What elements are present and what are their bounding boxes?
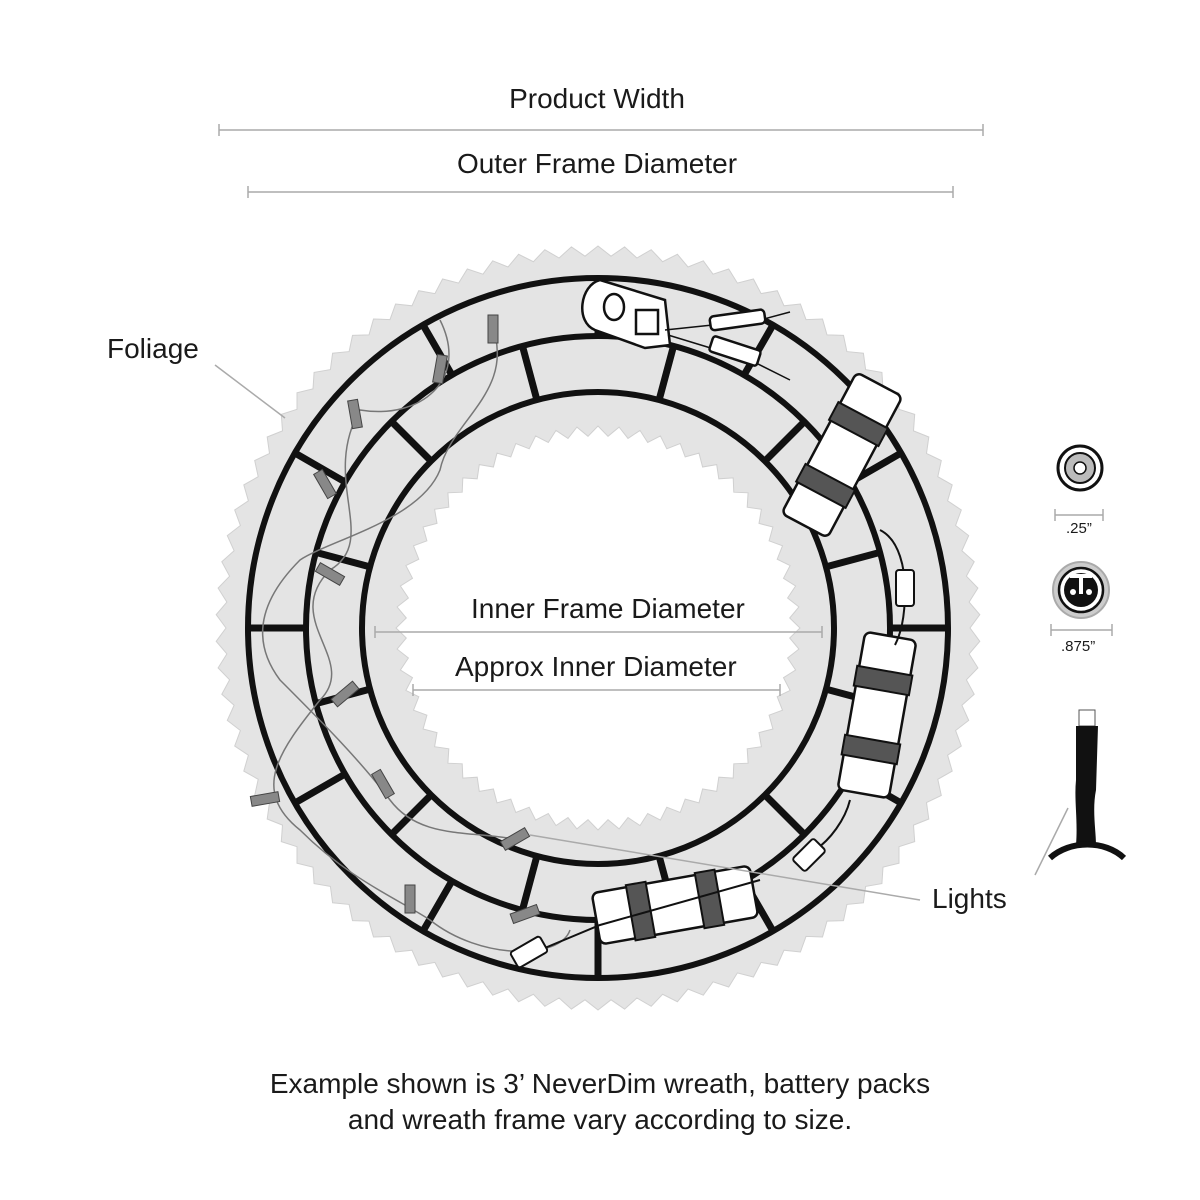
inner-spoke	[762, 419, 807, 464]
battery-pack-body	[782, 373, 902, 537]
outer-spoke	[419, 879, 456, 933]
light-strand	[261, 319, 571, 953]
controller	[581, 278, 791, 381]
caption: Example shown is 3’ NeverDim wreath, bat…	[0, 1066, 1200, 1138]
battery-pack-band	[794, 462, 857, 510]
inner-spoke	[519, 855, 541, 911]
inner-spoke	[655, 345, 677, 401]
foliage-label: Foliage	[107, 333, 199, 364]
inner-spoke	[519, 345, 541, 401]
battery-packs	[591, 373, 917, 945]
caption-line-2: and wreath frame vary according to size.	[347, 1104, 853, 1135]
bulb-stake-icon	[1047, 709, 1127, 861]
bulbs	[249, 314, 541, 925]
approx-inner-diameter-label: Approx Inner Diameter	[455, 651, 737, 682]
dimension-lines	[214, 124, 1113, 901]
battery-pack-band	[840, 733, 902, 766]
outer-frame-diameter-label: Outer Frame Diameter	[456, 148, 738, 179]
battery-pack	[782, 373, 902, 537]
battery-pack-band	[827, 400, 890, 448]
inner-spoke	[825, 549, 881, 571]
outer-spoke	[293, 449, 347, 486]
caption-line-1: Example shown is 3’ NeverDim wreath, bat…	[269, 1068, 931, 1099]
inner-frame-diameter-label: Inner Frame Diameter	[471, 593, 745, 624]
large-connector-size: .875”	[1061, 638, 1096, 655]
small-connector-icon	[1056, 444, 1104, 492]
outer-spoke	[293, 770, 347, 807]
small-connector-size: .25”	[1066, 520, 1092, 537]
inner-spoke	[389, 419, 434, 464]
battery-pack	[837, 631, 917, 799]
battery-pack-band	[852, 664, 914, 697]
battery-pack-band	[624, 880, 657, 942]
connector-plugs	[509, 569, 915, 969]
inner-spoke	[762, 792, 807, 837]
lights-label: Lights	[932, 883, 1007, 914]
battery-pack	[591, 865, 759, 945]
battery-pack-band	[693, 868, 726, 930]
product-width-label: Product Width	[509, 83, 685, 114]
inner-spoke	[389, 792, 434, 837]
large-connector-icon	[1052, 561, 1110, 619]
